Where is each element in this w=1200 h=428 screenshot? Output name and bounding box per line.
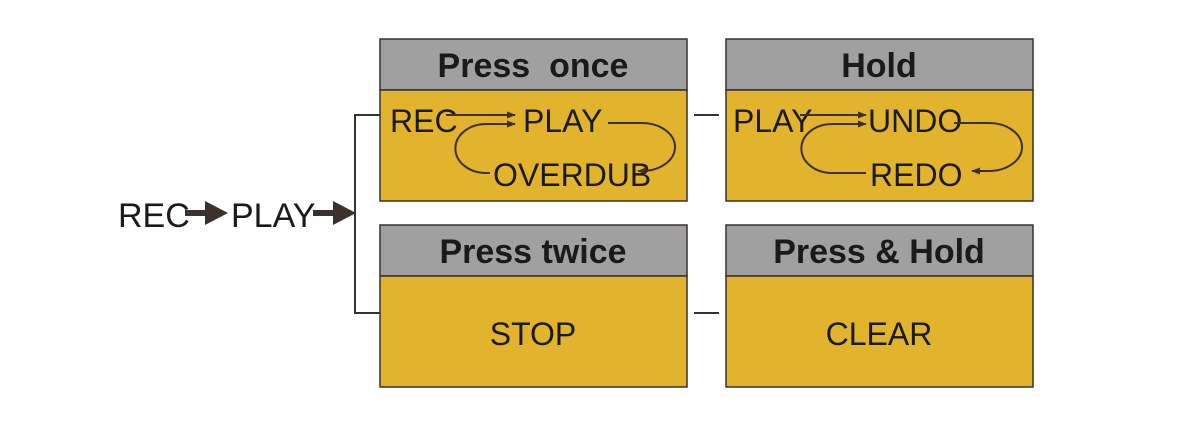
hold-redo-label: REDO bbox=[870, 157, 962, 193]
box-press-once-body bbox=[379, 89, 688, 202]
flow-play-label: PLAY bbox=[231, 197, 315, 235]
box-press-once: Press once REC PLAY OVERDUB bbox=[379, 38, 688, 202]
box-hold-body bbox=[725, 89, 1034, 202]
hold-play-label: PLAY bbox=[733, 103, 812, 139]
hold-loop-top bbox=[954, 122, 1023, 175]
box-press-once-header bbox=[379, 38, 688, 91]
press-once-loop-bottom bbox=[454, 120, 516, 174]
box-press-once-title: Press once bbox=[438, 47, 629, 85]
box-press-twice-body bbox=[379, 275, 688, 388]
press-once-overdub-label: OVERDUB bbox=[493, 157, 651, 193]
press-once-play-label: PLAY bbox=[523, 103, 602, 139]
box-press-hold-body bbox=[725, 275, 1034, 388]
box-hold-title: Hold bbox=[841, 47, 917, 85]
box-press-hold: Press & Hold CLEAR bbox=[725, 224, 1034, 388]
box-hold: Hold PLAY UNDO REDO bbox=[725, 38, 1034, 202]
box-press-twice-title: Press twice bbox=[439, 233, 626, 271]
box-press-hold-title: Press & Hold bbox=[773, 233, 985, 271]
press-twice-stop-label: STOP bbox=[490, 316, 577, 352]
flow-arrow-2 bbox=[313, 201, 356, 225]
hold-loop-bottom bbox=[800, 120, 867, 174]
box-hold-header bbox=[725, 38, 1034, 91]
press-once-loop-top bbox=[608, 122, 676, 175]
flow-rec-label: REC bbox=[118, 197, 190, 235]
hold-undo-label: UNDO bbox=[868, 103, 962, 139]
flow-arrow-1 bbox=[185, 201, 228, 225]
box-press-twice: Press twice STOP bbox=[379, 224, 688, 388]
press-once-rec-label: REC bbox=[390, 103, 458, 139]
press-hold-clear-label: CLEAR bbox=[826, 316, 933, 352]
branch-bracket bbox=[354, 114, 381, 314]
